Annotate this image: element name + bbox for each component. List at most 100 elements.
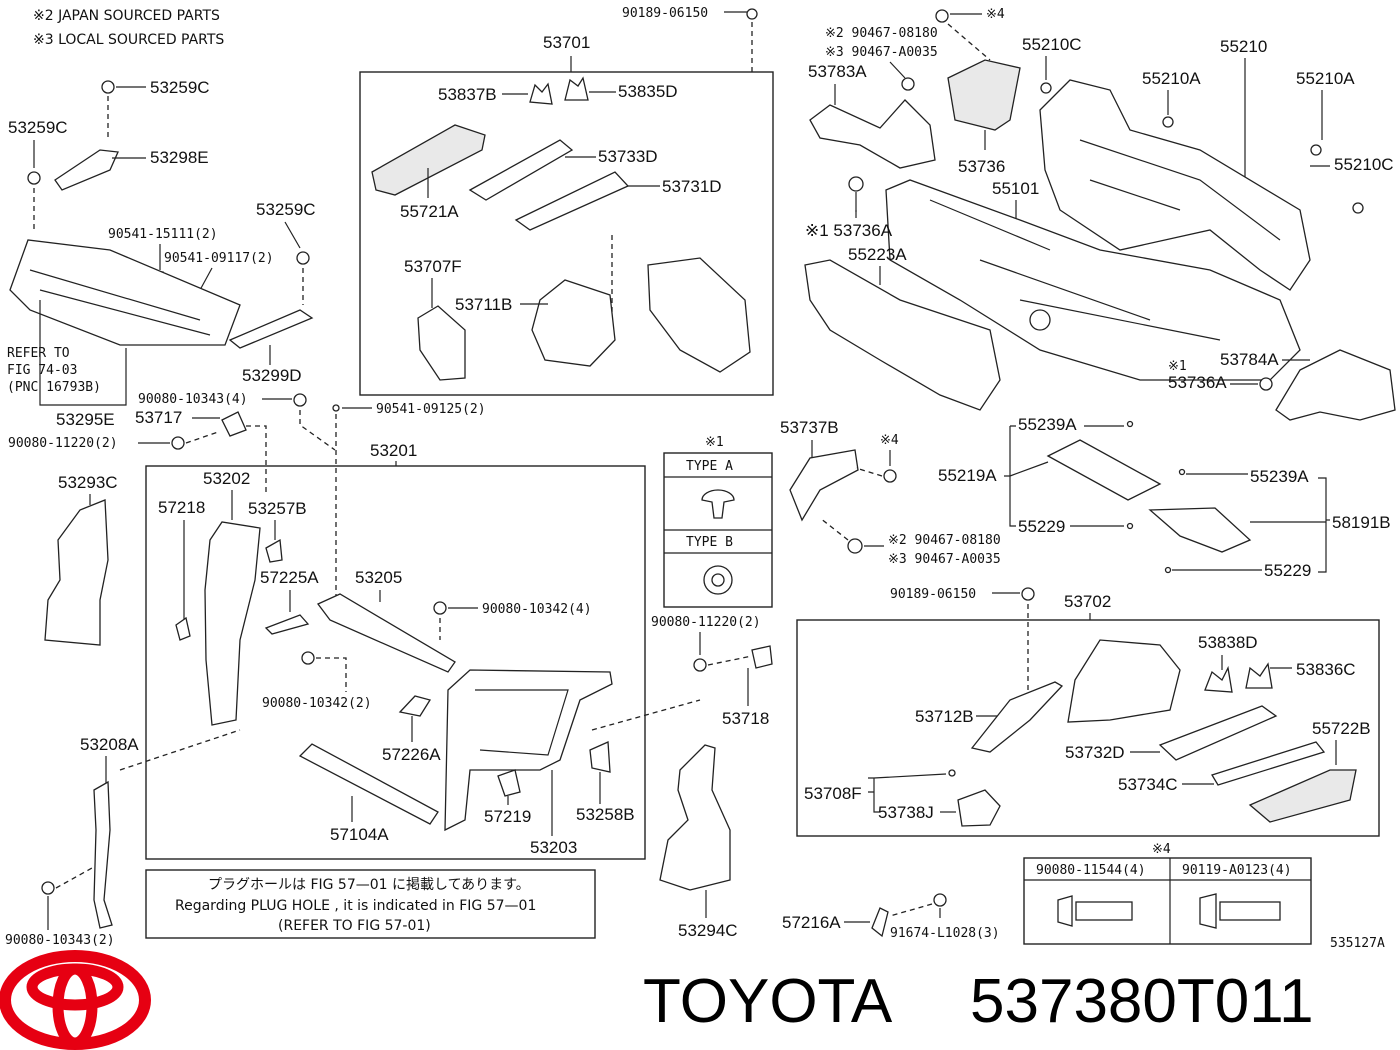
- label-53736A-a: ※1 53736A: [805, 221, 893, 240]
- label-90119-A0123: 90119-A0123(4): [1182, 863, 1292, 878]
- label-53835D: 53835D: [618, 82, 678, 101]
- label-53784A: 53784A: [1220, 350, 1279, 369]
- bolt-icon: [693, 658, 707, 672]
- part-53205: [316, 593, 456, 673]
- part-53294C: [659, 744, 731, 891]
- clip-icon: [101, 80, 115, 94]
- part-53733D: [468, 139, 574, 201]
- bolt-icon: [301, 651, 315, 665]
- label-53259C-b: 53259C: [8, 118, 68, 137]
- plug-icon: [332, 404, 340, 412]
- label-ref4-c: ※4: [1152, 842, 1171, 857]
- label-57104A: 57104A: [330, 825, 389, 844]
- label-90467-08180-b: ※2 90467-08180: [888, 533, 1001, 548]
- label-55101: 55101: [992, 179, 1039, 198]
- clip-icon: [1352, 202, 1364, 214]
- part-55722B: [1248, 769, 1357, 823]
- group-box-53701: [359, 71, 774, 396]
- part-53208A: [93, 780, 113, 929]
- label-53708F: 53708F: [804, 784, 862, 803]
- label-53201: 53201: [370, 441, 417, 460]
- note-japan: ※2 JAPAN SOURCED PARTS: [33, 8, 220, 24]
- plug-hole-note-box: [145, 869, 596, 939]
- clip-icon: [1178, 468, 1186, 476]
- clip-icon: [901, 77, 915, 91]
- bolt-90080-icon: [1057, 895, 1073, 927]
- clip-icon: [296, 251, 310, 265]
- plug-note-japanese: プラグホールは FIG 57—01 に掲載してあります。: [208, 877, 530, 893]
- label-90541-09125: 90541-09125(2): [376, 402, 486, 417]
- plug-note-english: Regarding PLUG HOLE , it is indicated in…: [175, 898, 536, 914]
- label-55210C-b: 55210C: [1334, 155, 1394, 174]
- label-90080-10343-4: 90080-10343(4): [138, 392, 248, 407]
- label-53734C: 53734C: [1118, 775, 1178, 794]
- label-90541-15111: 90541-15111(2): [108, 227, 218, 242]
- bolt-icon: [293, 393, 307, 407]
- part-53293C: [44, 499, 109, 646]
- group-box-53702: [796, 619, 1380, 837]
- label-refer-line1: REFER TO: [7, 346, 70, 361]
- part-53258B: [589, 741, 611, 773]
- part-53734C: [1211, 741, 1326, 786]
- clip-icon: [1126, 522, 1134, 530]
- part-53712B: [970, 681, 1064, 753]
- part-53203: [444, 669, 613, 832]
- bolt-icon: [433, 601, 447, 615]
- bracket-53836C: [1245, 662, 1273, 689]
- label-57225A: 57225A: [260, 568, 319, 587]
- label-53711B: 53711B: [455, 295, 512, 314]
- label-53718: 53718: [722, 709, 769, 728]
- label-90080-11544: 90080-11544(4): [1036, 863, 1146, 878]
- note-local: ※3 LOCAL SOURCED PARTS: [33, 32, 224, 48]
- part-57104A: [298, 743, 439, 825]
- label-90080-11220-right: 90080-11220(2): [651, 615, 761, 630]
- bolt-icon: [41, 881, 55, 895]
- label-57216A: 57216A: [782, 913, 841, 932]
- label-53259C-c: 53259C: [256, 200, 316, 219]
- part-53202: [204, 521, 261, 726]
- label-91674-L1028: 91674-L1028(3): [890, 926, 1000, 941]
- clip-icon: [848, 176, 864, 192]
- part-53738J: [957, 789, 1001, 827]
- label-53701: 53701: [543, 33, 590, 52]
- label-57218: 57218: [158, 498, 205, 517]
- label-90189-06150-top: 90189-06150: [622, 6, 708, 21]
- label-53205: 53205: [355, 568, 402, 587]
- label-53737B: 53737B: [780, 418, 839, 437]
- part-55223A: [804, 259, 1001, 411]
- bracket-53835D: [564, 76, 589, 101]
- label-ref1: ※1: [705, 435, 724, 450]
- clip-icon: [1162, 116, 1174, 128]
- bolt-icon: [883, 469, 897, 483]
- label-90080-10343-2: 90080-10343(2): [5, 933, 115, 948]
- clip-icon: [27, 171, 41, 185]
- label-53707F: 53707F: [404, 257, 462, 276]
- label-53733D: 53733D: [598, 147, 658, 166]
- part-53718: [751, 645, 773, 669]
- label-refer-line2: FIG 74-03: [7, 363, 77, 378]
- part-58191B: [1148, 507, 1252, 553]
- label-refer-line3: (PNC 16793B): [7, 380, 101, 395]
- label-53295E: 53295E: [56, 410, 115, 429]
- label-53702: 53702: [1064, 592, 1111, 611]
- part-53257B: [265, 538, 283, 563]
- label-53837B: 53837B: [438, 85, 497, 104]
- label-90080-10342-4: 90080-10342(4): [482, 602, 592, 617]
- part-number: 537380T011: [970, 967, 1314, 1036]
- label-55239A-a: 55239A: [1018, 415, 1077, 434]
- label-90467-A0035-a: ※3 90467-A0035: [825, 45, 938, 60]
- label-53258B: 53258B: [576, 805, 635, 824]
- clip-type-b-center: [711, 573, 725, 587]
- part-55101-dash-panel: [885, 179, 1301, 381]
- label-53738J: 53738J: [878, 803, 934, 822]
- label-53259C-a: 53259C: [150, 78, 210, 97]
- type-a-label: TYPE A: [686, 459, 733, 474]
- label-53294C: 53294C: [678, 921, 738, 940]
- label-ref4-b: ※4: [880, 433, 899, 448]
- part-53711B: [531, 279, 616, 367]
- label-53736: 53736: [958, 157, 1005, 176]
- part-53737B: [789, 449, 859, 522]
- clip-icon: [1310, 144, 1322, 156]
- bolt-icon: [1021, 587, 1035, 601]
